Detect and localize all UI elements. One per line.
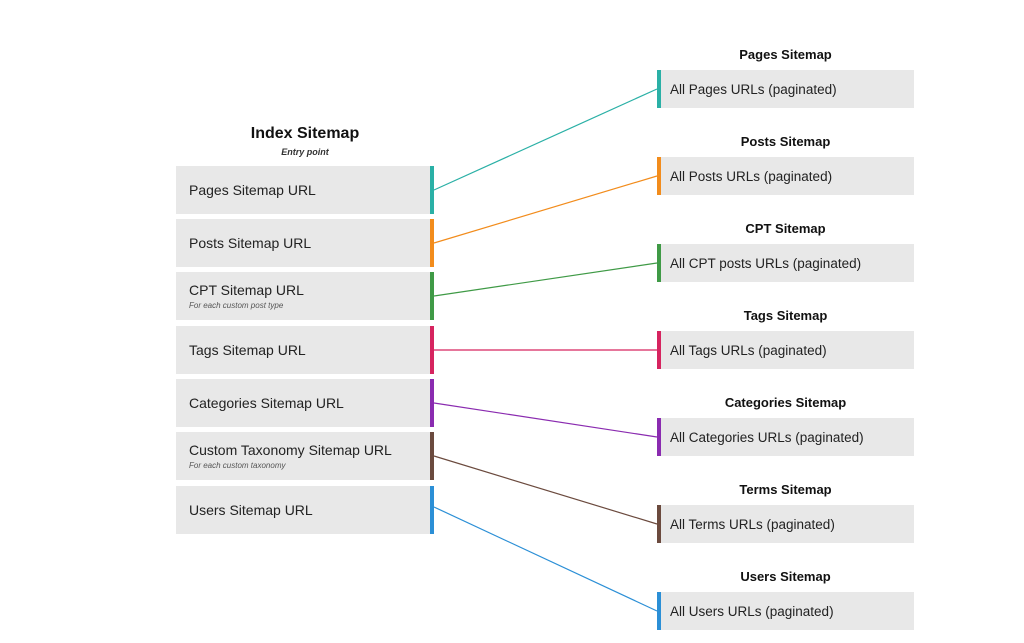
connector-pages: [433, 88, 658, 191]
target-box-users: All Users URLs (paginated): [657, 592, 914, 630]
target-box-terms: All Terms URLs (paginated): [657, 505, 914, 543]
target-label: All Tags URLs (paginated): [670, 342, 827, 358]
target-box-pages: All Pages URLs (paginated): [657, 70, 914, 108]
target-title-tags: Tags Sitemap: [743, 308, 828, 323]
target-box-cpt: All CPT posts URLs (paginated): [657, 244, 914, 282]
source-box-categories: Categories Sitemap URL: [176, 379, 434, 427]
target-box-categories: All Categories URLs (paginated): [657, 418, 914, 456]
target-title-users: Users Sitemap: [740, 569, 831, 584]
connector-categories: [433, 402, 658, 438]
source-label: Posts Sitemap URL: [189, 235, 312, 251]
target-label: All Posts URLs (paginated): [670, 168, 833, 184]
target-box-posts: All Posts URLs (paginated): [657, 157, 914, 195]
source-label: Custom Taxonomy Sitemap URL: [189, 442, 392, 458]
target-label: All Pages URLs (paginated): [670, 81, 837, 97]
target-title-terms: Terms Sitemap: [739, 482, 832, 497]
target-title-cpt: CPT Sitemap: [745, 221, 826, 236]
target-label: All Users URLs (paginated): [670, 603, 834, 619]
source-box-users: Users Sitemap URL: [176, 486, 434, 534]
index-sitemap-title: Index Sitemap: [250, 125, 360, 142]
target-title-categories: Categories Sitemap: [724, 395, 847, 410]
index-sitemap-subtitle: Entry point: [281, 147, 329, 157]
connector-terms: [433, 455, 658, 525]
source-note: For each custom post type: [189, 301, 284, 310]
source-label: Users Sitemap URL: [189, 502, 313, 518]
source-label: Categories Sitemap URL: [189, 395, 344, 411]
source-note: For each custom taxonomy: [189, 461, 286, 470]
source-box-custom-taxonomy: Custom Taxonomy Sitemap URL For each cus…: [176, 432, 434, 480]
target-title-pages: Pages Sitemap: [739, 47, 832, 62]
connector-users: [433, 506, 658, 612]
connector-posts: [433, 175, 658, 244]
source-label: Tags Sitemap URL: [189, 342, 306, 358]
target-label: All Terms URLs (paginated): [670, 516, 835, 532]
connector-cpt: [433, 262, 658, 297]
source-box-posts: Posts Sitemap URL: [176, 219, 434, 267]
source-box-tags: Tags Sitemap URL: [176, 326, 434, 374]
source-label: CPT Sitemap URL: [189, 282, 304, 298]
target-label: All CPT posts URLs (paginated): [670, 255, 862, 271]
target-label: All Categories URLs (paginated): [670, 429, 864, 445]
source-box-cpt: CPT Sitemap URL For each custom post typ…: [176, 272, 434, 320]
target-title-posts: Posts Sitemap: [740, 134, 831, 149]
source-box-pages: Pages Sitemap URL: [176, 166, 434, 214]
source-label: Pages Sitemap URL: [189, 182, 316, 198]
target-box-tags: All Tags URLs (paginated): [657, 331, 914, 369]
